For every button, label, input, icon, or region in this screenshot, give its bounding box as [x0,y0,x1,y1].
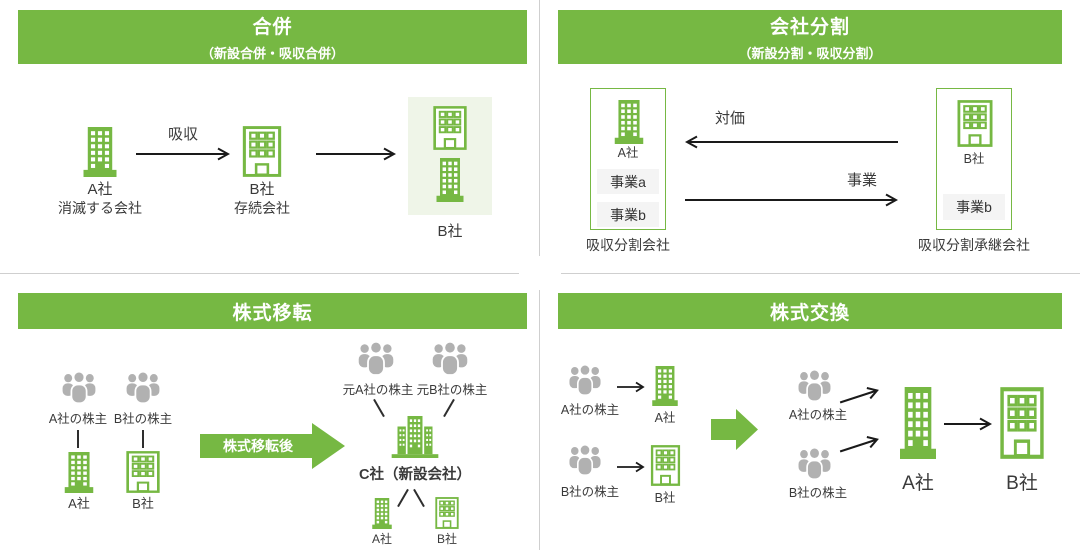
company-role-label: 消滅する会社 [58,200,142,216]
arrow-right-icon [685,193,898,207]
company-label: B社 [1006,473,1038,494]
arrow-right-icon [839,436,879,453]
block-arrow-icon [711,409,758,450]
company-label: A社 [68,496,90,511]
shareholders-icon [796,369,833,403]
company-label: A社 [654,411,676,425]
panel-header-share-exchange: 株式交換 [558,293,1062,329]
shareholders-icon [60,371,98,405]
building-solid-icon [60,452,98,493]
arrow-right-icon [839,387,879,404]
shareholder-label: A社の株主 [48,412,108,426]
splitting-company-box: A社 事業a 事業b [590,88,666,230]
company-label: A社 [87,181,113,198]
company-label: B社 [437,223,463,240]
merged-company-panel [408,97,492,215]
connector-line [77,430,79,448]
split-subtitle: （新設分割・吸収分割） [738,46,882,61]
shareholder-label: B社の株主 [788,486,848,500]
company-label: B社 [436,532,457,546]
building-outline-icon [996,387,1048,459]
company-label: A社 [617,146,639,160]
building-solid-icon [648,366,682,406]
company-label: A社 [902,473,934,494]
building-solid-icon [432,158,468,202]
divider-vertical-bottom [539,290,540,550]
building-solid-icon [610,100,648,144]
arrow-right-icon [617,381,645,393]
building-solid-icon [894,387,942,459]
panel-header-merger: 合併 （新設合併・吸収合併） [18,10,527,64]
shareholders-icon [124,371,162,405]
connector-line [373,398,385,418]
merger-title: 合併 [252,17,293,38]
new-company-label: C社（新設会社） [359,467,471,483]
arrow-right-icon [617,461,645,473]
share-transfer-block-arrow: 株式移転後 [200,423,345,469]
company-role-label: 存続会社 [234,200,290,216]
connector-line [397,488,409,508]
building-complex-icon [390,416,440,458]
arrow-label: 事業 [846,172,877,189]
succeeding-company-box: B社 事業b [936,88,1012,230]
arrow-label: 対価 [714,110,745,127]
shareholder-label: B社の株主 [560,485,620,499]
panel-header-split: 会社分割 （新設分割・吸収分割） [558,10,1062,64]
box-caption: 吸収分割承継会社 [918,237,1030,253]
divider-vertical-top [539,0,540,256]
shareholders-icon [567,444,603,477]
shareholder-label: B社の株主 [113,412,173,426]
arrow-right-icon [136,147,230,161]
company-label: B社 [249,181,275,198]
building-outline-icon [954,100,996,147]
arrow-right-icon [316,147,396,161]
building-outline-icon [430,106,470,150]
arrow-right-icon [944,417,992,431]
building-outline-icon [239,126,285,177]
business-a-chip: 事業a [597,169,659,194]
merger-subtitle: （新設合併・吸収合併） [200,46,344,61]
building-outline-icon [123,451,163,493]
company-label: A社 [371,532,392,546]
shareholder-label: 元A社の株主 [342,383,414,397]
arrow-left-icon [685,135,898,149]
exchange-title: 株式交換 [769,302,850,324]
shareholders-icon [430,341,470,377]
business-b-chip: 事業b [597,202,659,227]
building-outline-icon [433,497,461,529]
divider-horizontal-left [0,273,519,274]
panel-header-share-transfer: 株式移転 [18,293,527,329]
connector-line [443,398,455,418]
company-label: B社 [132,496,154,511]
business-b-chip: 事業b [943,194,1005,220]
connector-line [142,430,144,448]
shareholder-label: A社の株主 [788,408,848,422]
divider-horizontal-right [561,273,1080,274]
company-label: B社 [963,152,985,166]
arrow-label: 吸収 [167,126,198,143]
building-outline-icon [648,445,683,486]
shareholders-icon [356,341,396,377]
building-solid-icon [78,127,122,177]
block-arrow-label: 株式移転後 [223,438,293,454]
shareholder-label: A社の株主 [560,403,620,417]
connector-line [413,488,425,508]
building-solid-icon [369,498,395,529]
split-title: 会社分割 [769,17,850,38]
shareholder-label: 元B社の株主 [416,383,488,397]
box-caption: 吸収分割会社 [586,237,670,253]
transfer-title: 株式移転 [232,302,313,324]
shareholders-icon [796,447,833,481]
company-label: B社 [654,491,676,505]
shareholders-icon [567,364,603,397]
